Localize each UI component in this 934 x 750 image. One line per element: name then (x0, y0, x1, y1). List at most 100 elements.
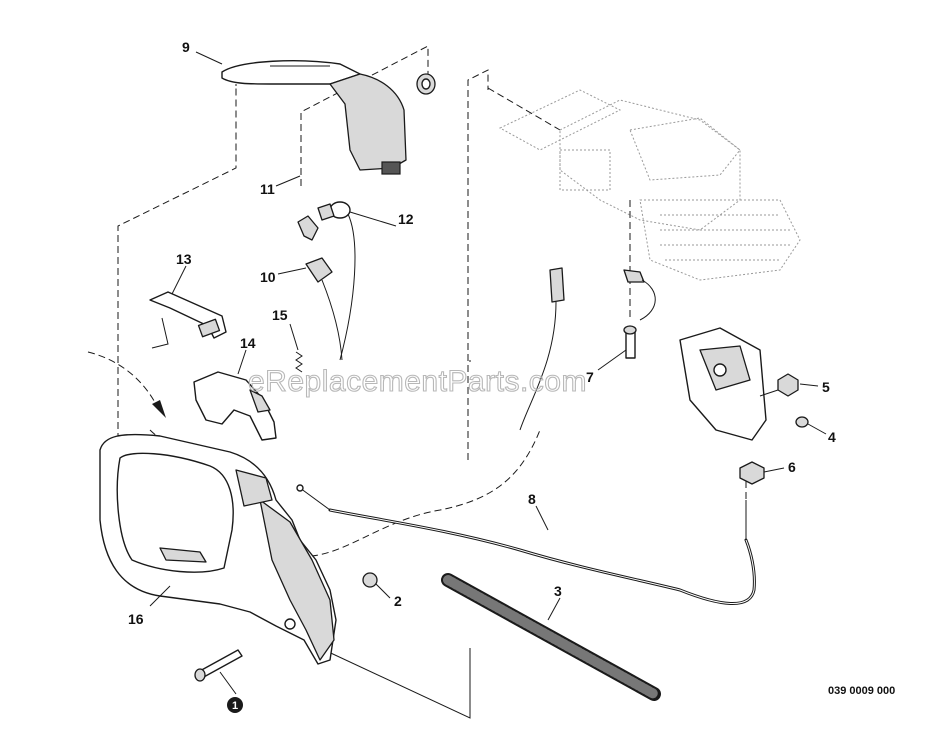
engine-mount-ghost (559, 149, 611, 191)
callout-4: 4 (828, 429, 836, 445)
rear-handle-side-panel (259, 499, 335, 661)
frame-bottom (319, 647, 471, 719)
frame-left-dashed (117, 86, 237, 462)
leader-13 (171, 265, 187, 295)
engine-fins-ghost (639, 199, 801, 281)
carburetor (679, 327, 767, 441)
frame-right-dashed (467, 69, 489, 460)
wire-12-lead (339, 213, 356, 361)
engine-wire-plug (549, 267, 565, 303)
leader-8 (535, 505, 549, 531)
callout-12: 12 (398, 211, 414, 227)
engine-switch-wires (519, 267, 656, 431)
callout-15: 15 (272, 307, 288, 323)
cable-8-wire-end (299, 487, 331, 511)
callout-16: 16 (128, 611, 144, 627)
callout-6: 6 (788, 459, 796, 475)
callout-1: 1 (232, 700, 238, 712)
callout-10: 10 (260, 269, 276, 285)
trigger-14-pivot (249, 389, 271, 413)
callout-9: 9 (182, 39, 190, 55)
part-3-spiral-hose (441, 573, 661, 701)
rear-handle-bolt-hole (284, 618, 296, 630)
engine-ghost (498, 89, 801, 281)
part-8-throttle-cable (296, 484, 756, 605)
leader-16 (149, 585, 171, 607)
carburetor-port (713, 363, 727, 377)
callout-2: 2 (394, 593, 402, 609)
part-4-washer (795, 416, 809, 428)
hose-3-ribs (443, 575, 659, 699)
leader-6 (763, 467, 785, 473)
leader-11 (275, 175, 301, 187)
plug-10-lead (321, 279, 343, 361)
connector-11-body (297, 215, 319, 241)
engine-wire-lead-2 (639, 279, 656, 321)
part-11-connector (297, 215, 319, 241)
engine-top-ghost (629, 117, 741, 181)
engine-plate-ghost (498, 89, 622, 151)
rear-handle-grip-opening (116, 452, 234, 573)
leader-7 (597, 349, 627, 371)
frame-right-diagonal (487, 87, 561, 131)
part-16-rear-handle (99, 433, 337, 665)
part-6-nut (739, 461, 765, 485)
leader-5-stub (759, 389, 779, 397)
leader-3 (547, 597, 561, 621)
callout-13: 13 (176, 251, 192, 267)
callout-7: 7 (586, 369, 594, 385)
cable-8-nipple (296, 484, 304, 492)
part-9-handle-cover (221, 60, 407, 175)
rear-handle-trigger-pocket (235, 469, 273, 507)
insert-arrow-path (87, 351, 161, 413)
callout-3: 3 (554, 583, 562, 599)
screw-1-head (194, 668, 206, 682)
grommet-hole (421, 78, 431, 90)
part-5-nut (777, 373, 799, 397)
watermark-text: eReplacementParts.com (248, 365, 587, 398)
callout-8: 8 (528, 491, 536, 507)
handle-cover-front (329, 73, 407, 171)
engine-body-ghost (559, 99, 741, 231)
engine-wire-lead-1 (519, 301, 557, 431)
callout-1-badge (227, 697, 243, 713)
callout-14: 14 (240, 335, 256, 351)
handle-cover-top (221, 60, 361, 85)
part-2-nut (362, 572, 378, 588)
part-10-plug (305, 257, 343, 361)
callout-5: 5 (822, 379, 830, 395)
lever-13-end (197, 318, 221, 338)
bolt-7-head (623, 325, 637, 335)
lever-13-wire (151, 317, 169, 349)
leader-15 (289, 323, 299, 351)
part-15-spring (295, 351, 303, 373)
leader-1 (219, 671, 237, 695)
drawing-code: 039 0009 000 (828, 685, 895, 697)
leader-12 (349, 211, 397, 227)
leader-2 (375, 583, 391, 599)
trigger-14-body (193, 371, 277, 441)
wire-12-clip (317, 203, 335, 221)
part-13-lever (149, 291, 227, 349)
callout-labels: 9 11 12 10 13 15 14 5 4 6 8 3 2 16 7 1 (128, 39, 836, 713)
leader-lines (149, 51, 827, 695)
leader-14 (237, 349, 247, 375)
insert-arrow-head (152, 400, 166, 418)
cable-8-core (329, 509, 755, 604)
part-12-wire (317, 201, 356, 361)
leader-10 (277, 267, 307, 275)
cable-route-dashed (299, 429, 541, 557)
plug-10-body (305, 257, 333, 283)
rear-handle-slot (159, 547, 207, 563)
lever-13-body (149, 291, 227, 339)
handle-cover-tab (381, 161, 401, 175)
part-14-trigger (193, 371, 277, 441)
leader-5 (799, 383, 819, 387)
engine-wire-terminal (623, 269, 645, 283)
part-7-bolt (623, 325, 637, 359)
leader-9 (195, 51, 223, 65)
part-1-screw (194, 649, 243, 682)
leader-4 (807, 423, 827, 435)
callout-11: 11 (260, 181, 275, 197)
